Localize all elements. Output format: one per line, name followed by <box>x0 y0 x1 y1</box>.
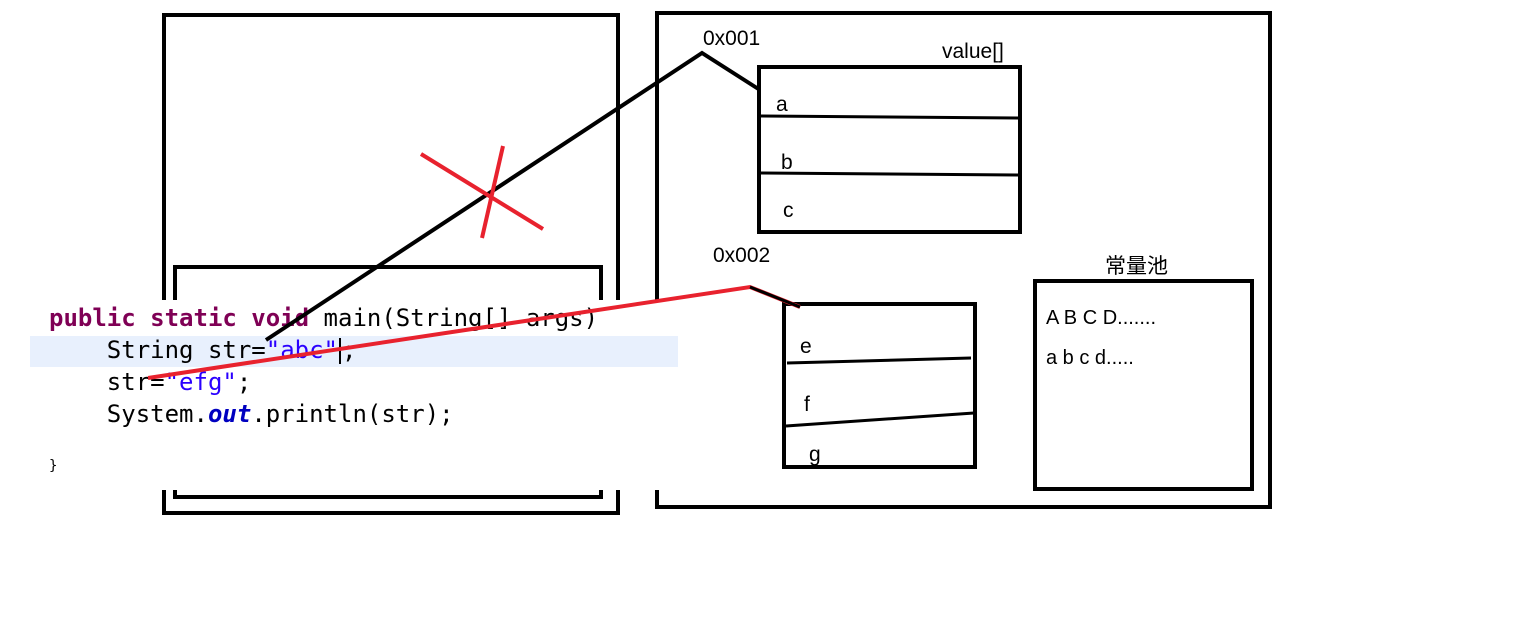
text-caret <box>339 338 341 364</box>
code-semicolon: ; <box>342 336 357 364</box>
array2-divider-2 <box>785 411 975 428</box>
array2-box <box>782 302 977 469</box>
array1-cell-b: b <box>781 151 793 174</box>
current-line-highlight <box>30 336 678 367</box>
code-line-assign: str="efg"; <box>49 366 252 398</box>
cross-mark-stroke-1 <box>419 152 545 231</box>
stack-frame-outer <box>162 13 620 515</box>
old-reference-line <box>264 50 762 342</box>
address-0x001-label: 0x001 <box>703 27 761 50</box>
code-println: .println(str); <box>251 400 454 428</box>
address-0x002-label: 0x002 <box>713 244 771 267</box>
code-closing-brace: } <box>49 458 58 474</box>
code-assign-text: str= <box>49 368 165 396</box>
constant-pool-lowercase: a b c d..... <box>1046 347 1134 369</box>
code-declare-text: String str= <box>49 336 266 364</box>
constant-pool-title: 常量池 <box>1105 255 1168 278</box>
constant-pool-uppercase: A B C D....... <box>1046 307 1157 329</box>
heap-area <box>655 11 1272 509</box>
value-array-label: value[] <box>942 40 1004 63</box>
code-line-print: System.out.println(str); <box>49 398 454 430</box>
array1-cell-a: a <box>776 93 788 116</box>
code-main-signature: main(String[] args) <box>309 304 599 332</box>
code-snippet <box>30 300 680 490</box>
array1-box <box>757 65 1022 234</box>
array2-cell-g: g <box>809 443 821 465</box>
code-print-text: System. <box>49 400 208 428</box>
code-semicolon: ; <box>236 368 252 396</box>
array2-pointer-tip <box>749 285 801 309</box>
code-line-main: public static void main(String[] args) <box>49 302 598 334</box>
array1-divider-2 <box>759 171 1020 177</box>
constant-pool-box <box>1033 279 1254 491</box>
array2-divider-1 <box>786 356 972 365</box>
code-field-out: out <box>207 400 252 428</box>
cross-mark-stroke-2 <box>480 145 505 239</box>
array2-cell-f: f <box>804 393 810 416</box>
array1-divider-1 <box>759 114 1020 120</box>
array1-cell-c: c <box>783 199 794 222</box>
new-reference-line <box>147 284 801 380</box>
array2-cell-e: e <box>800 335 812 358</box>
code-keywords: public static void <box>49 304 310 332</box>
